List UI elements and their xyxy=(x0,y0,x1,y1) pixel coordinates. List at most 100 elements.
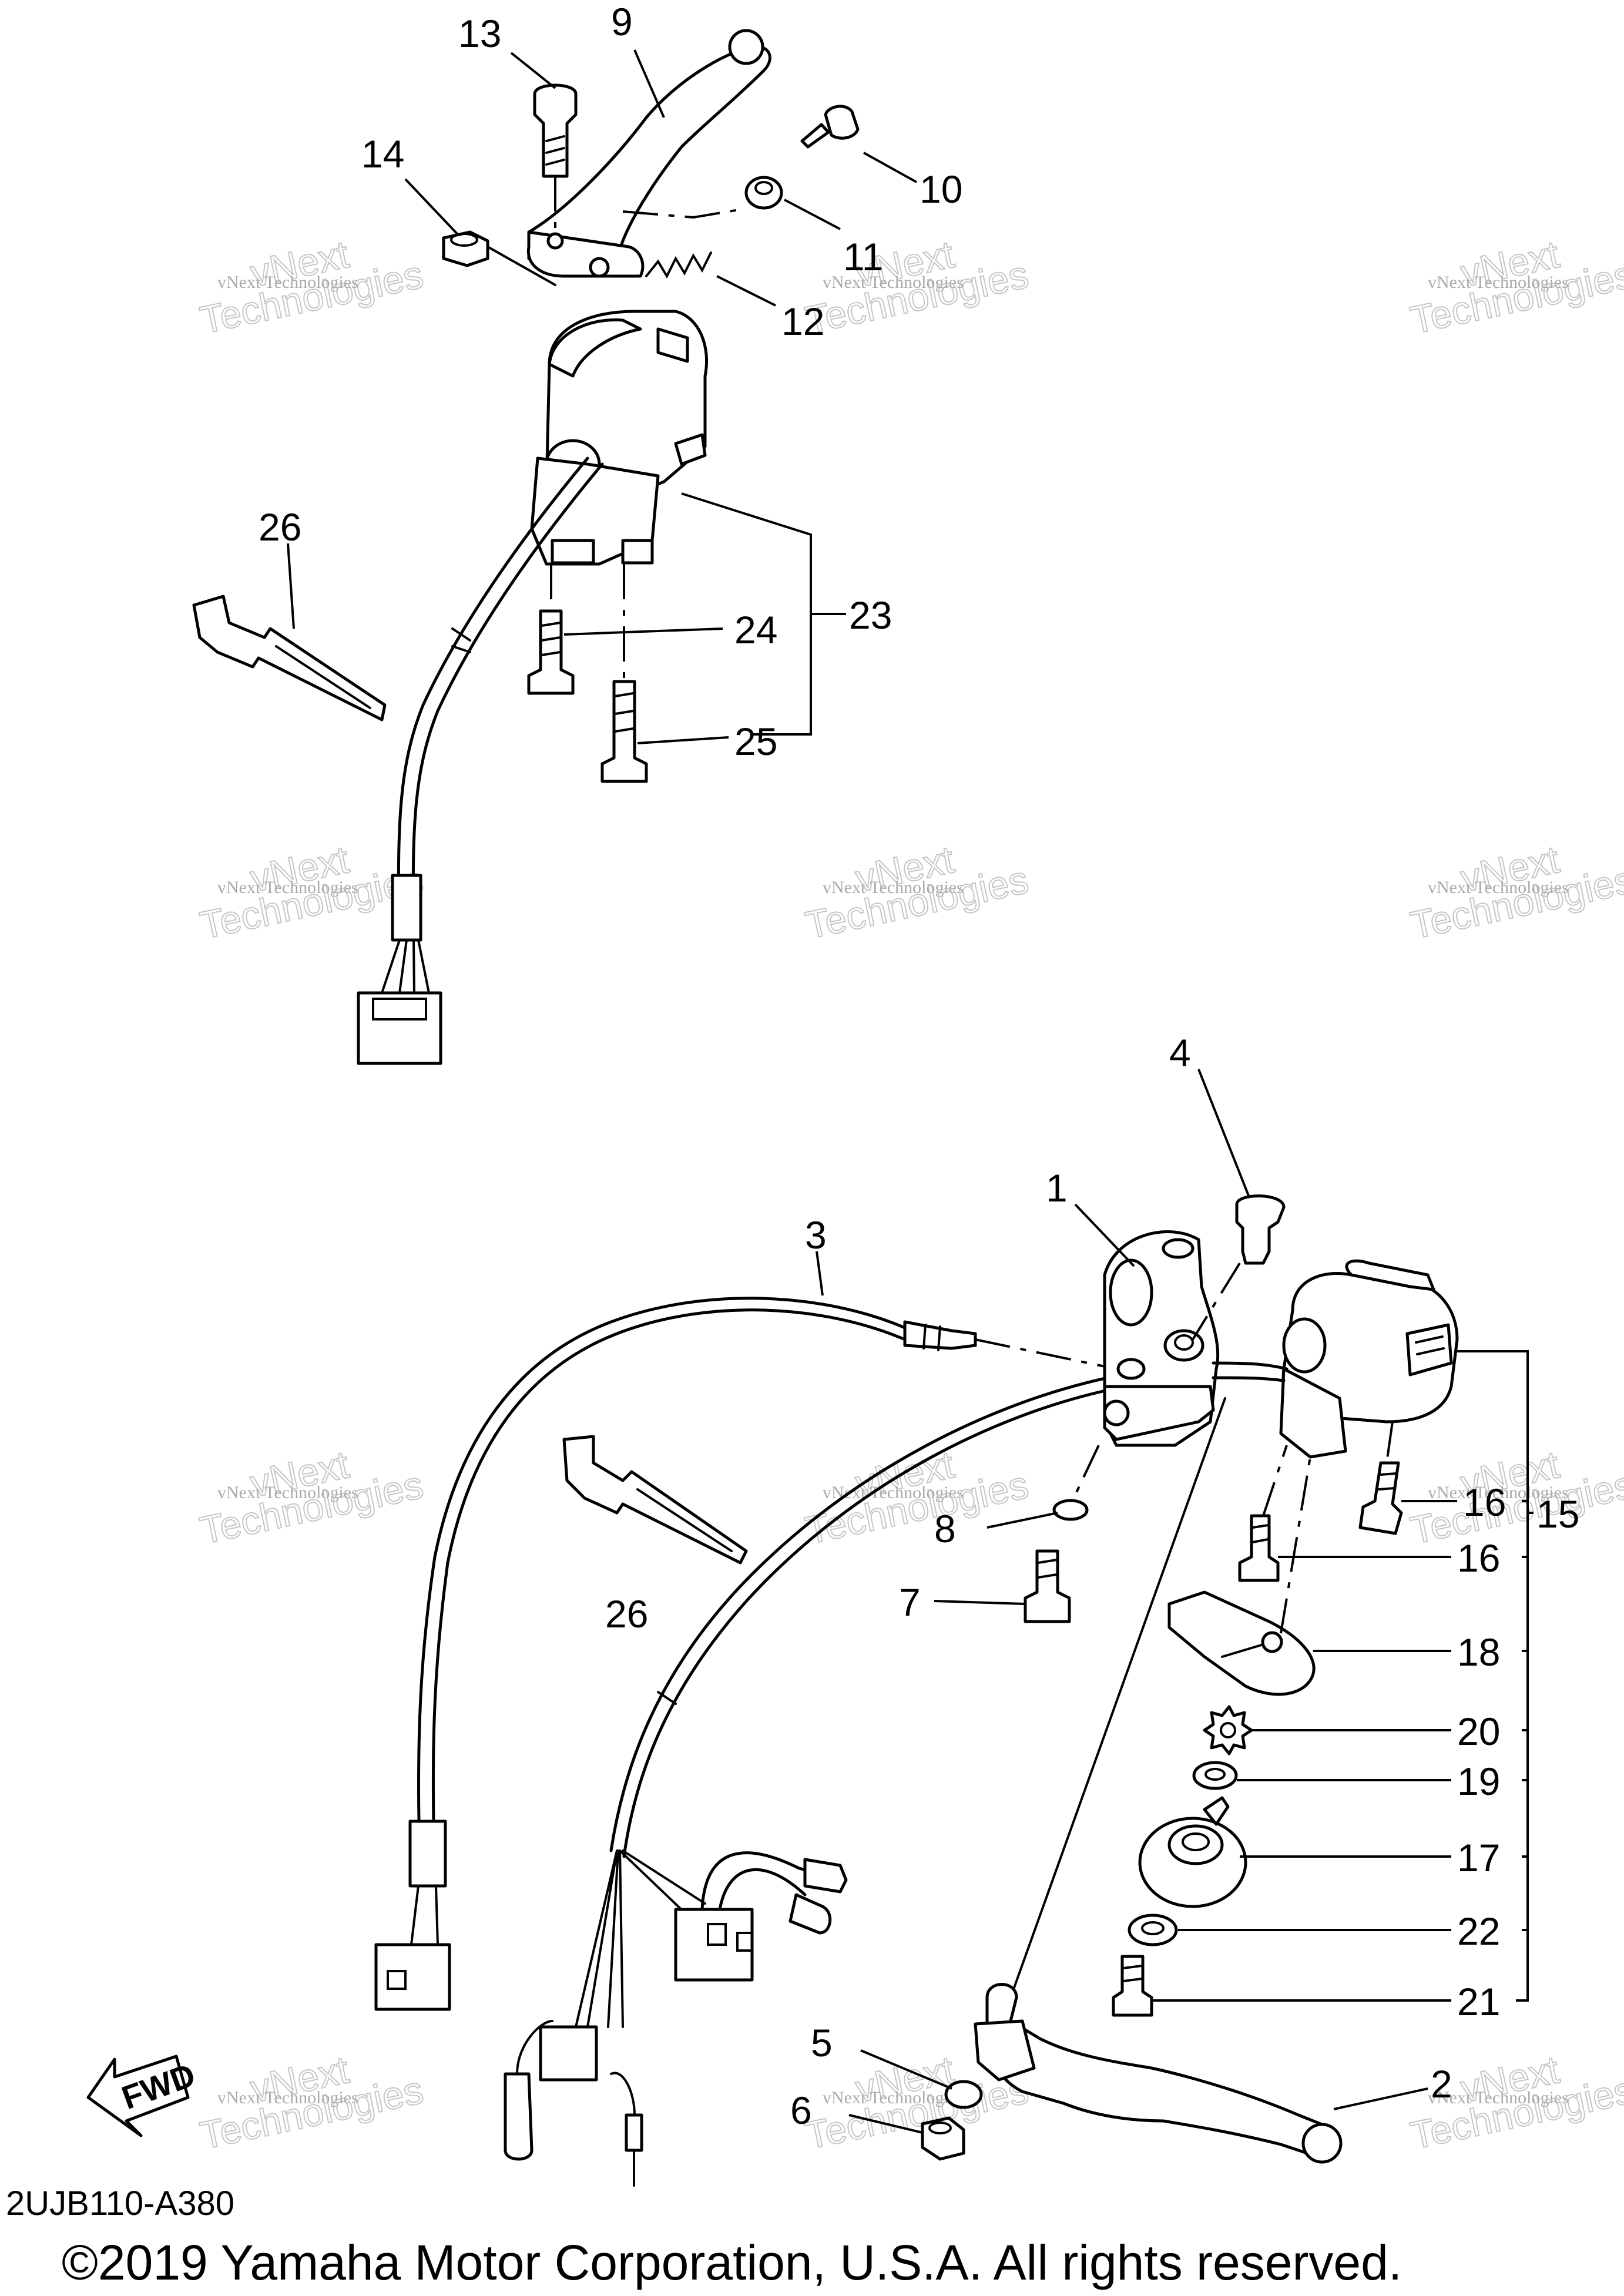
housing-screw-a xyxy=(1238,1514,1280,1582)
bracket-top-hole xyxy=(1162,1238,1194,1259)
watermark-text: vNext Technologies xyxy=(823,273,964,292)
callout-18: 18 xyxy=(1457,1630,1500,1674)
screw-thread xyxy=(541,651,561,656)
brake-lever-nut xyxy=(921,2116,965,2161)
assembly-line xyxy=(1192,1262,1241,1341)
pulley-hub xyxy=(1167,1824,1224,1865)
throttle-cable xyxy=(431,1308,907,1882)
forward-arrow: FWD xyxy=(86,2055,200,2137)
callout-11: 11 xyxy=(843,235,884,278)
watermark-text: vNext Technologies xyxy=(1428,878,1569,897)
callout-19: 19 xyxy=(1457,1760,1500,1803)
bolt-thread xyxy=(1037,1559,1058,1564)
leader-lines xyxy=(287,49,1534,2134)
callout-9: 9 xyxy=(611,0,633,43)
bullet-connector xyxy=(504,2072,533,2161)
assembly-line xyxy=(1009,1397,1226,1999)
cable-tie-upper xyxy=(192,595,387,721)
connector-latch xyxy=(736,1932,753,1952)
screw-thread xyxy=(614,710,635,715)
pulley-tab xyxy=(1203,1796,1230,1826)
callout-17: 17 xyxy=(1457,1836,1500,1879)
screw-thread xyxy=(541,636,561,642)
assembly-line xyxy=(1385,1421,1394,1463)
callout-24: 24 xyxy=(734,608,777,652)
washer-hole xyxy=(1204,1768,1226,1781)
lever-pivot-hole xyxy=(589,257,610,278)
switch-wire xyxy=(397,456,589,942)
watermark-text: vNext Technologies xyxy=(217,878,358,897)
callout-16-a: 16 xyxy=(1463,1481,1506,1524)
cable-socket xyxy=(1116,1358,1146,1380)
connector-latch xyxy=(387,1970,407,1990)
callout-2: 2 xyxy=(1431,2062,1452,2106)
bolt-thread xyxy=(1122,1978,1143,1982)
bullet-wire xyxy=(610,2072,636,2116)
callout-15: 15 xyxy=(1536,1492,1579,1536)
callout-26-lower: 26 xyxy=(605,1592,648,1636)
bracket-hole-inner xyxy=(1174,1334,1194,1351)
callout-7: 7 xyxy=(899,1580,921,1624)
callout-21: 21 xyxy=(1457,1980,1500,2023)
callout-4: 4 xyxy=(1169,1031,1191,1075)
flat-washer xyxy=(1192,1761,1238,1790)
callout-13: 13 xyxy=(458,12,501,55)
nut-hole xyxy=(450,233,478,247)
wire-break xyxy=(657,1691,677,1705)
screw-thread xyxy=(541,622,561,627)
screw-thread xyxy=(614,727,635,733)
star-washer xyxy=(1203,1705,1253,1755)
connector-lead xyxy=(718,1868,807,1911)
bullet-socket xyxy=(788,1893,832,1935)
assembly-line xyxy=(1071,1445,1100,1502)
assembly-line xyxy=(486,246,556,286)
assembly-line xyxy=(1280,1456,1311,1634)
harness-connector-small xyxy=(539,2025,598,2082)
nut-hole xyxy=(928,2122,952,2134)
watermark-text: vNext Technologies xyxy=(1428,2088,1569,2107)
callout-25: 25 xyxy=(734,720,777,763)
switch-wire xyxy=(411,462,604,942)
watermark-text: vNext Technologies xyxy=(823,1483,964,1502)
screw-thread xyxy=(1251,1524,1269,1529)
clamp-tab xyxy=(551,539,595,565)
callout-8: 8 xyxy=(934,1507,956,1550)
bolt-thread xyxy=(1037,1573,1058,1579)
switch-screw-long xyxy=(600,680,648,783)
collar-hole xyxy=(1141,1921,1165,1935)
pivot-bolt xyxy=(533,83,578,178)
pulley-bore xyxy=(1182,1832,1210,1851)
switch-toggle xyxy=(656,327,689,363)
connector-latch xyxy=(372,998,427,1021)
fitting-ring xyxy=(937,1325,941,1351)
watermark-text: vNext Technologies xyxy=(823,2088,964,2107)
callout-14: 14 xyxy=(361,132,404,176)
lever-spring xyxy=(645,251,712,279)
assembly-line xyxy=(975,1338,1117,1370)
housing-screw-b xyxy=(1358,1461,1403,1535)
screw-thread xyxy=(1378,1487,1395,1491)
harness-wires xyxy=(619,1849,706,1916)
screw-thread xyxy=(614,692,635,697)
star-washer-hole xyxy=(1220,1722,1236,1738)
tie-teeth xyxy=(275,645,371,709)
bracket-bore xyxy=(1109,1258,1153,1327)
callout-5: 5 xyxy=(811,2021,833,2065)
switch-screw-short xyxy=(527,609,575,695)
brake-collar xyxy=(944,2080,983,2109)
pulley-collar xyxy=(1128,1914,1178,1946)
callout-1: 1 xyxy=(1046,1166,1068,1210)
bracket-clamp-hole xyxy=(1103,1399,1130,1426)
clamp-bolt xyxy=(1024,1549,1071,1623)
fwd-arrow-icon xyxy=(86,2055,190,2137)
lever-nut xyxy=(442,230,489,267)
watermark-text: vNext Technologies xyxy=(217,273,358,292)
diagram-code: 2UJB110-A380 xyxy=(6,2184,234,2223)
upper-assembly xyxy=(192,29,860,1065)
watermark-text: vNext Technologies xyxy=(217,2088,358,2107)
connector-lead xyxy=(700,1851,813,1911)
harness-wires xyxy=(575,1849,624,2028)
watermark-text: vNext Technologies xyxy=(1428,273,1569,292)
